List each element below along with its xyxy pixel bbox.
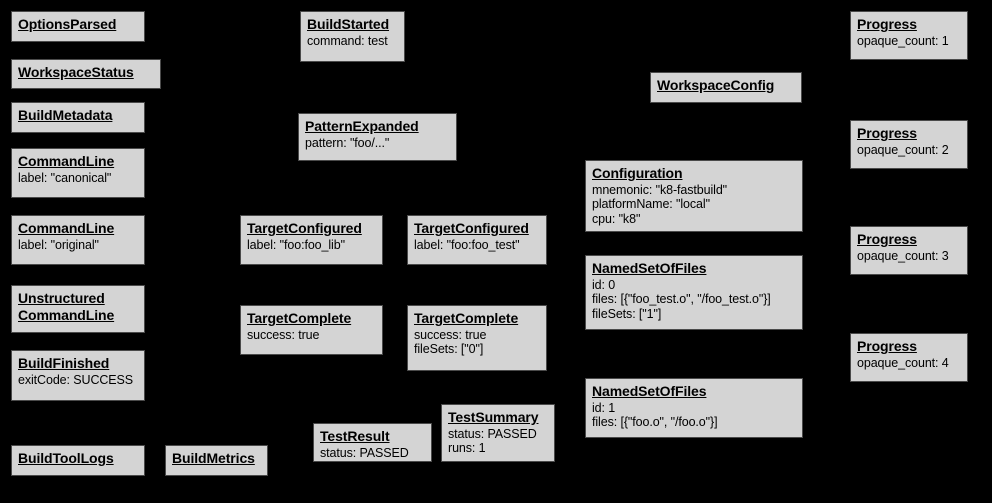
node-title: TestResult	[320, 428, 390, 444]
node-title: TargetConfigured	[247, 220, 362, 236]
node-field: platformName: "local"	[592, 197, 710, 212]
node-title: Progress	[857, 338, 917, 354]
node-field: exitCode: SUCCESS	[18, 372, 134, 387]
node-field: files: [{"foo.o", "/foo.o"}]	[592, 415, 718, 430]
node-title: WorkspaceConfig	[657, 77, 775, 93]
node-fields: label: "original"	[18, 238, 138, 253]
node-field: id: 0	[592, 277, 616, 292]
node-workspace-config[interactable]: WorkspaceConfig	[650, 72, 802, 103]
node-fields: mnemonic: "k8-fastbuild"platformName: "l…	[592, 183, 796, 227]
node-field: command: test	[307, 33, 388, 48]
node-title: WorkspaceStatus	[18, 64, 134, 80]
node-title: BuildStarted	[307, 16, 390, 32]
node-field: success: true	[247, 327, 320, 342]
node-field: opaque_count: 3	[857, 248, 949, 263]
node-title: TargetConfigured	[414, 220, 529, 236]
node-field: status: PASSED	[448, 426, 537, 441]
node-title: TargetComplete	[247, 310, 352, 326]
node-fields: success: true	[247, 328, 376, 343]
node-title: BuildToolLogs	[18, 450, 114, 466]
node-field: pattern: "foo/..."	[305, 135, 390, 150]
node-field: cpu: "k8"	[592, 212, 641, 227]
node-build-metadata[interactable]: BuildMetadata	[11, 102, 145, 133]
node-title: TestSummary	[448, 409, 539, 425]
node-fields: label: "canonical"	[18, 171, 138, 186]
node-field: id: 1	[592, 400, 616, 415]
node-fields: pattern: "foo/..."	[305, 136, 450, 151]
node-field: label: "foo:foo_lib"	[247, 237, 345, 252]
node-title: BuildFinished	[18, 355, 110, 371]
node-field: fileSets: ["1"]	[592, 307, 662, 322]
node-fields: opaque_count: 2	[857, 143, 961, 158]
node-fields: exitCode: SUCCESS	[18, 373, 138, 388]
node-options-parsed[interactable]: OptionsParsed	[11, 11, 145, 42]
node-field: opaque_count: 4	[857, 355, 949, 370]
node-field: opaque_count: 2	[857, 142, 949, 157]
node-title: Unstructured CommandLine	[18, 290, 115, 323]
node-title: TargetComplete	[414, 310, 519, 326]
node-title: NamedSetOfFiles	[592, 383, 707, 399]
node-fields: opaque_count: 1	[857, 34, 961, 49]
node-fields: label: "foo:foo_test"	[414, 238, 540, 253]
node-title: Progress	[857, 231, 917, 247]
node-field: label: "original"	[18, 237, 99, 252]
node-fields: opaque_count: 4	[857, 356, 961, 371]
node-field: mnemonic: "k8-fastbuild"	[592, 182, 728, 197]
node-build-metrics[interactable]: BuildMetrics	[165, 445, 268, 476]
node-title: CommandLine	[18, 153, 115, 169]
node-unstructured-command-line[interactable]: Unstructured CommandLine	[11, 285, 145, 333]
node-title: Progress	[857, 125, 917, 141]
node-title: Configuration	[592, 165, 683, 181]
node-title: OptionsParsed	[18, 16, 117, 32]
node-field: success: true	[414, 327, 487, 342]
node-title: BuildMetrics	[172, 450, 255, 466]
node-fields: label: "foo:foo_lib"	[247, 238, 376, 253]
node-field: files: [{"foo_test.o", "/foo_test.o"}]	[592, 292, 771, 307]
node-fields: opaque_count: 3	[857, 249, 961, 264]
node-fields: command: test	[307, 34, 398, 49]
node-title: BuildMetadata	[18, 107, 113, 123]
node-title: PatternExpanded	[305, 118, 419, 134]
node-field: label: "foo:foo_test"	[414, 237, 520, 252]
node-workspace-status[interactable]: WorkspaceStatus	[11, 59, 161, 89]
node-field: label: "canonical"	[18, 170, 112, 185]
node-field: status: PASSED	[320, 445, 409, 460]
node-field: fileSets: ["0"]	[414, 342, 484, 357]
node-field: runs: 1	[448, 441, 486, 456]
node-field: opaque_count: 1	[857, 33, 949, 48]
node-title: Progress	[857, 16, 917, 32]
node-title: CommandLine	[18, 220, 115, 236]
node-fields: status: PASSED	[320, 446, 425, 461]
node-build-tool-logs[interactable]: BuildToolLogs	[11, 445, 145, 476]
node-title: NamedSetOfFiles	[592, 260, 707, 276]
